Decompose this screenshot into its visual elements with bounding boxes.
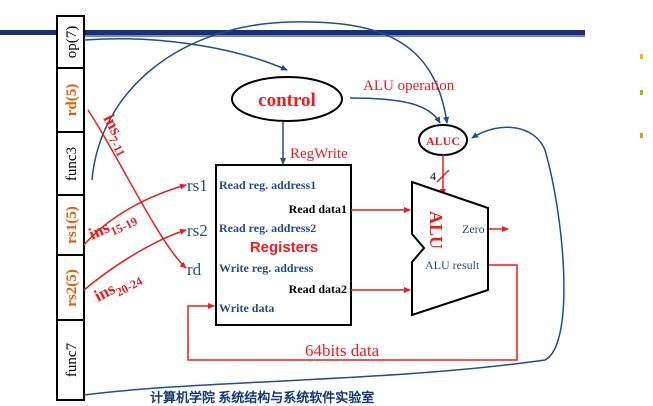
instruction-routing [83,109,187,291]
control-wires [83,21,565,396]
register-file: Read reg. address1 Read data1 Read reg. … [215,164,352,326]
alu-label: ALU [426,211,446,249]
footer-text: 计算机学院 系统结构与系统软件实验室 [150,390,374,405]
ins-15-19-route [83,183,187,246]
aluc-unit: ALUC [418,124,468,156]
control-unit: control [231,76,343,122]
svg-text:ins15-19: ins15-19 [86,206,140,247]
opcode-to-control-wire [83,38,288,71]
reg-title: Registers [250,239,318,256]
reg-read-addr1: Read reg. address1 [219,178,316,192]
field-func7: func7 [64,342,80,377]
field-op: op(7) [64,26,80,59]
svg-text:ins20-24: ins20-24 [91,266,145,309]
reg-read-addr2: Read reg. address2 [219,221,316,235]
port-rs1: rs1 [187,176,208,195]
ins-20-24-route [83,228,187,291]
control-label: control [258,90,316,111]
field-rd: rd(5) [64,84,80,117]
ins-7-11-route [87,109,187,269]
data-paths [187,207,518,361]
regwrite-label: RegWrite [290,146,348,162]
ins-20-24-label: ins20-24 [91,266,145,309]
bus-width-slash [436,169,450,183]
field-rs1: rs1(5) [64,206,80,244]
instruction-fields: op(7) rd(5) func3 rs1(5) rs2(5) func7 [56,15,85,401]
reg-write-addr: Write reg. address [219,261,314,275]
reg-read-data1: Read data1 [289,202,347,216]
footer: 计算机学院 系统结构与系统软件实验室 [150,390,374,405]
alu-operation-label: ALU operation [363,78,455,94]
bus-width-label: 4 [430,169,436,183]
alu-result-label: ALU result [425,258,480,272]
alu-zero-label: Zero [462,222,485,236]
port-rs2: rs2 [187,221,208,240]
writeback-data-label: 64bits data [305,341,380,360]
aluc-label: ALUC [426,134,460,148]
writeback-wire [187,264,518,361]
right-margin-marks [640,54,643,138]
control-to-aluc-wire [349,97,441,124]
alu-unit: ALU Zero ALU result [411,180,489,317]
ins-15-19-label: ins15-19 [86,206,140,247]
opcode-to-aluc-wire [91,21,450,181]
reg-write-data: Write data [219,301,274,315]
field-rs2: rs2(5) [64,269,80,307]
field-func3: func3 [64,147,80,181]
reg-read-data2: Read data2 [289,282,347,296]
func-to-aluc-wire [83,126,565,396]
slide-top-bar [0,30,585,37]
port-rd: rd [187,260,202,279]
